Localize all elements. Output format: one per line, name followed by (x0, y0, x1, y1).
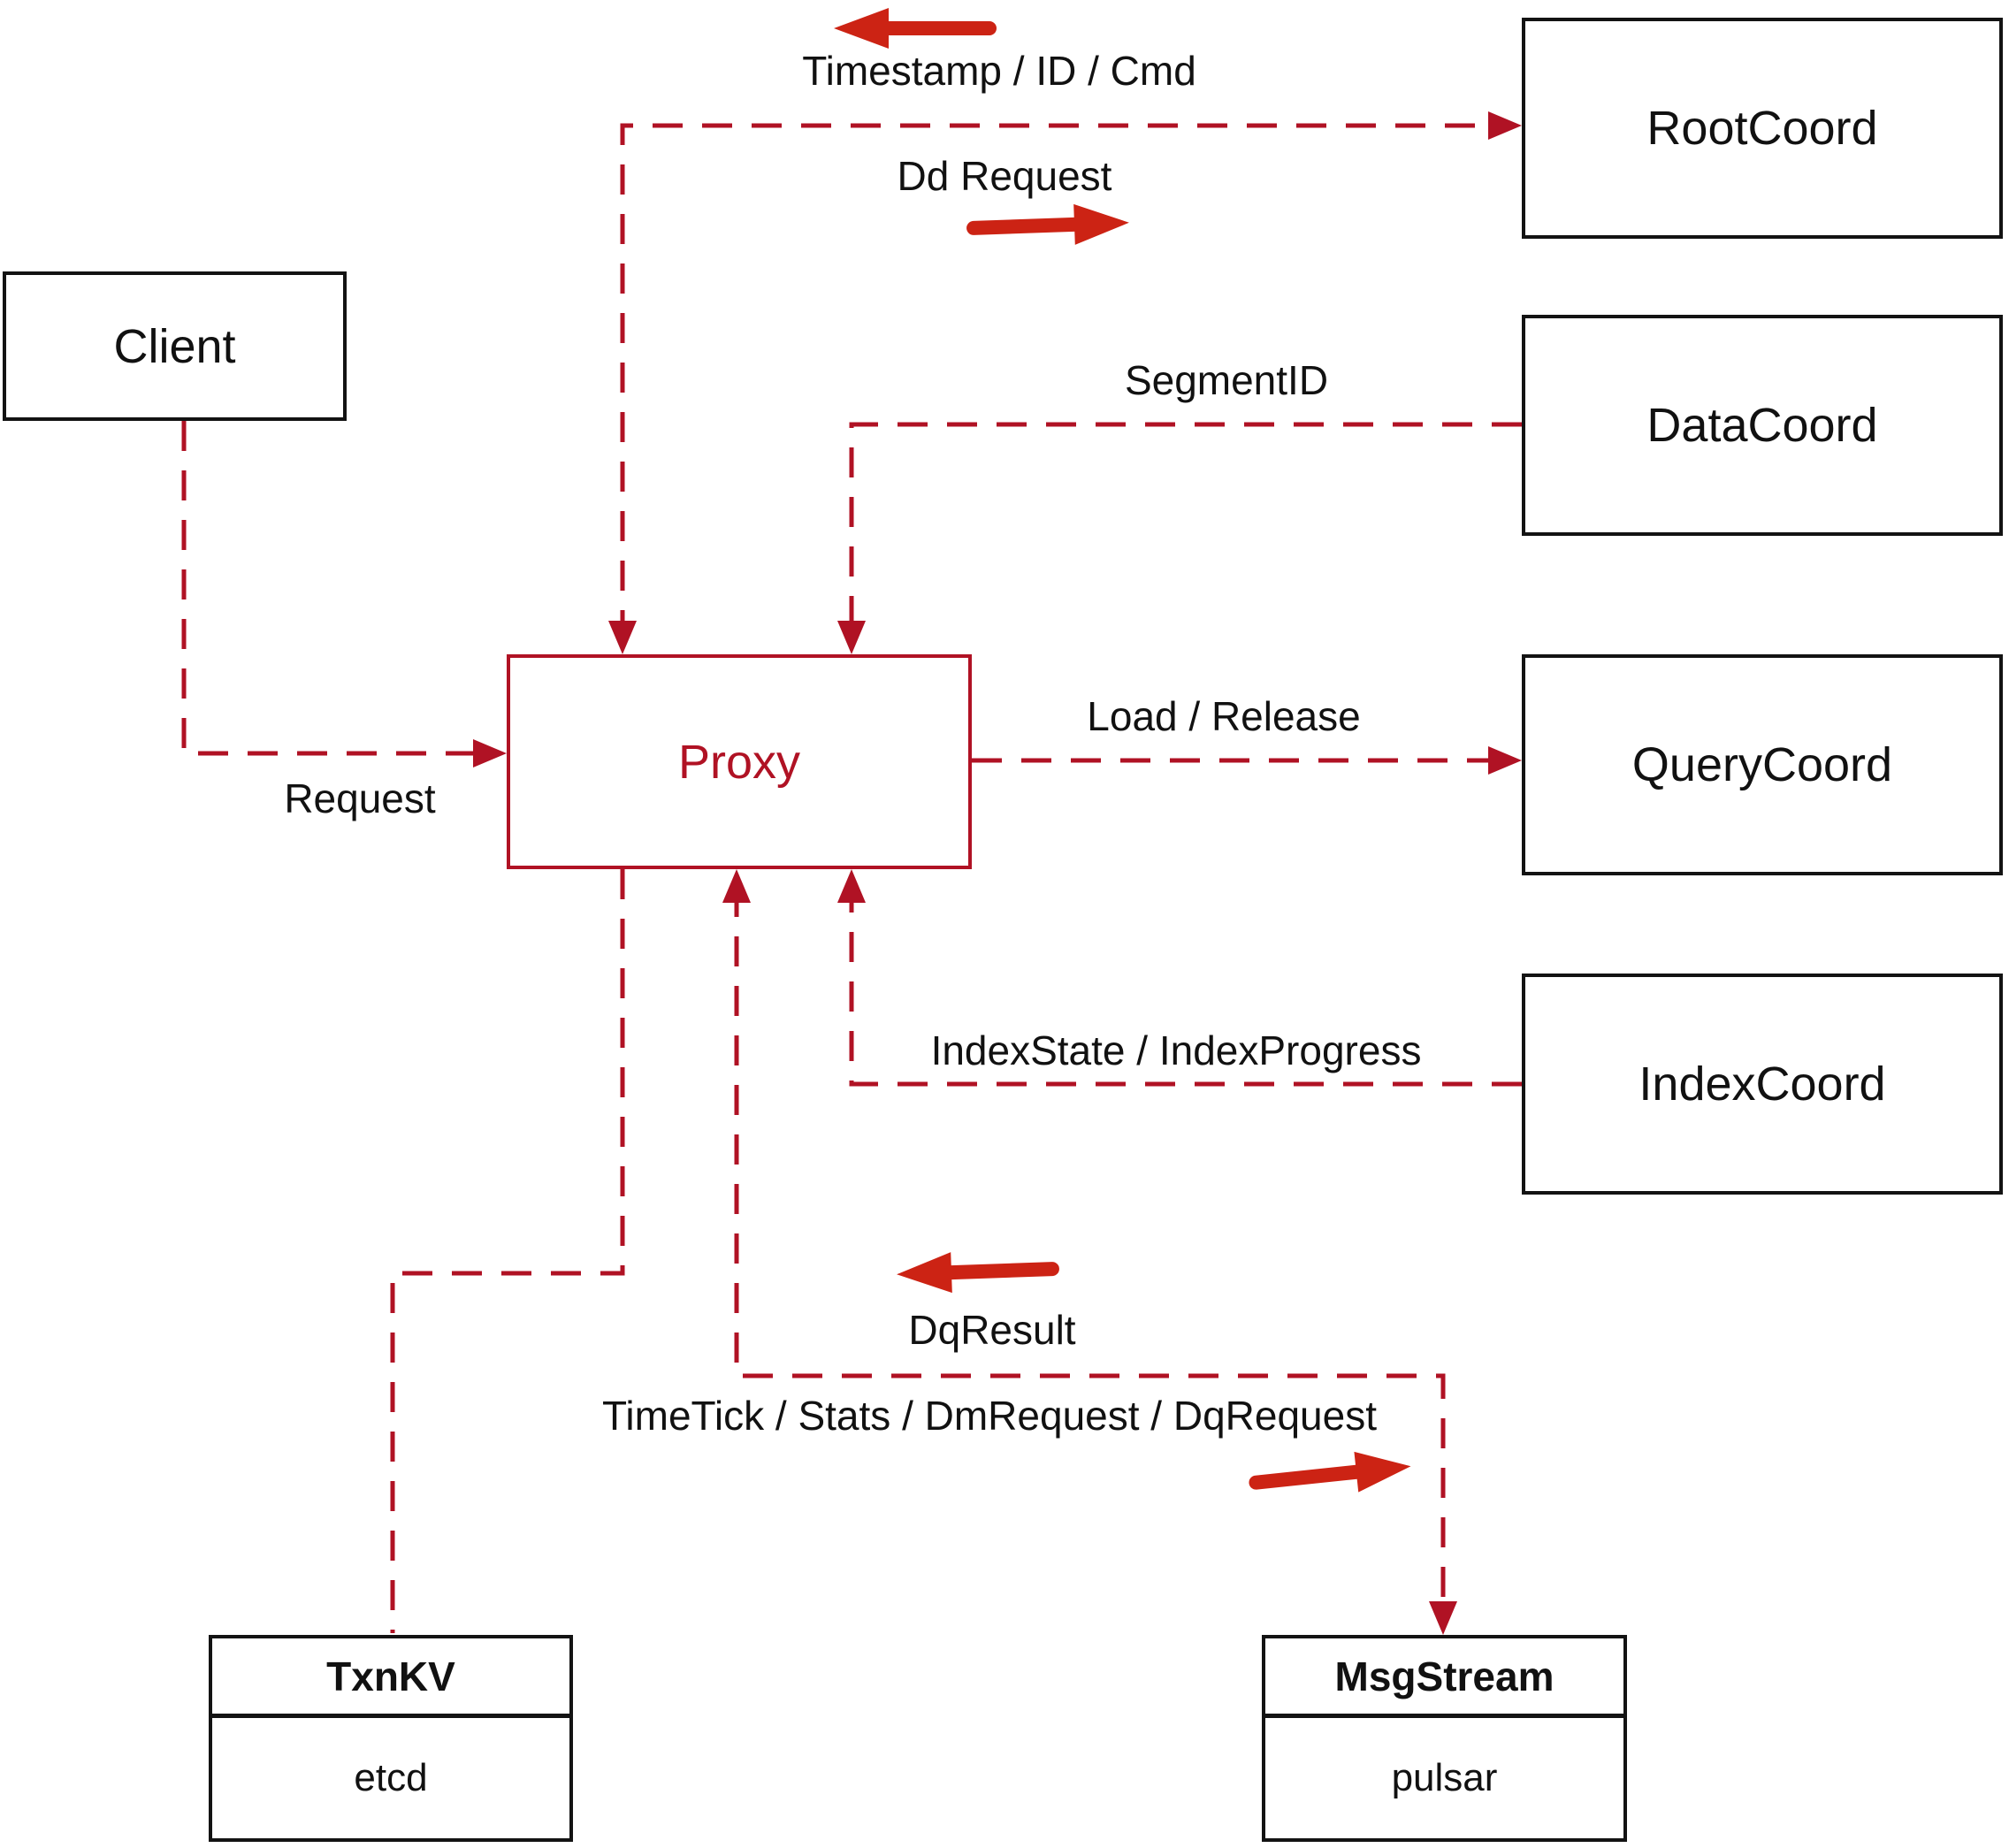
arrowhead-into-rootcoord (1488, 111, 1522, 140)
edge-label-dd-request: Dd Request (897, 153, 1112, 199)
edge-label-timestamp-id-cmd: Timestamp / ID / Cmd (802, 48, 1196, 94)
arrowhead-into-msgstream (1429, 1601, 1457, 1635)
indexcoord-label: IndexCoord (1639, 1058, 1886, 1111)
edge-label-segment-id: SegmentID (1124, 357, 1329, 403)
indexcoord-node: IndexCoord (1522, 974, 2003, 1195)
arrowhead-into-querycoord (1488, 746, 1522, 775)
arrow-left-icon (894, 1247, 1064, 1297)
edge-proxy-rootcoord (620, 123, 1502, 640)
edge-client-proxy (181, 421, 488, 756)
edge-proxy-txnkv (390, 869, 625, 1633)
datacoord-node: DataCoord (1522, 315, 2003, 536)
rootcoord-label: RootCoord (1646, 102, 1878, 155)
querycoord-label: QueryCoord (1631, 738, 1893, 791)
edge-label-time-tick-stats: TimeTick / Stats / DmRequest / DqRequest (602, 1393, 1377, 1439)
txnkv-node: TxnKV etcd (209, 1635, 573, 1842)
querycoord-node: QueryCoord (1522, 654, 2003, 875)
edge-indexcoord-proxy (849, 887, 1522, 1087)
edge-label-dq-result: DqResult (908, 1307, 1076, 1353)
datacoord-label: DataCoord (1646, 399, 1878, 452)
proxy-node: Proxy (507, 654, 972, 869)
arrowhead-into-proxy-bottom-right (837, 869, 866, 903)
proxy-label: Proxy (677, 735, 801, 789)
rootcoord-node: RootCoord (1522, 18, 2003, 239)
arrow-left-icon (832, 6, 1000, 50)
client-label: Client (113, 319, 236, 373)
msgstream-title: MsgStream (1265, 1638, 1623, 1718)
edge-proxy-msgstream (734, 887, 1446, 1617)
edge-label-index-state-progress: IndexState / IndexProgress (930, 1027, 1422, 1073)
client-node: Client (3, 271, 347, 421)
arrowhead-into-proxy-top-right (837, 621, 866, 654)
txnkv-impl: etcd (354, 1756, 428, 1799)
msgstream-node: MsgStream pulsar (1262, 1635, 1627, 1842)
arrow-right-icon (962, 201, 1132, 251)
edge-label-load-release: Load / Release (1087, 693, 1361, 739)
arrowhead-into-proxy-top-left (608, 621, 637, 654)
txnkv-title: TxnKV (212, 1638, 569, 1718)
arrow-right-icon (1243, 1444, 1415, 1506)
arrowhead-into-proxy-bottom-mid (722, 869, 751, 903)
edge-datacoord-proxy (849, 422, 1522, 640)
arrowhead-into-proxy-left (473, 739, 507, 767)
edge-label-request: Request (284, 775, 436, 821)
msgstream-impl: pulsar (1391, 1756, 1498, 1799)
